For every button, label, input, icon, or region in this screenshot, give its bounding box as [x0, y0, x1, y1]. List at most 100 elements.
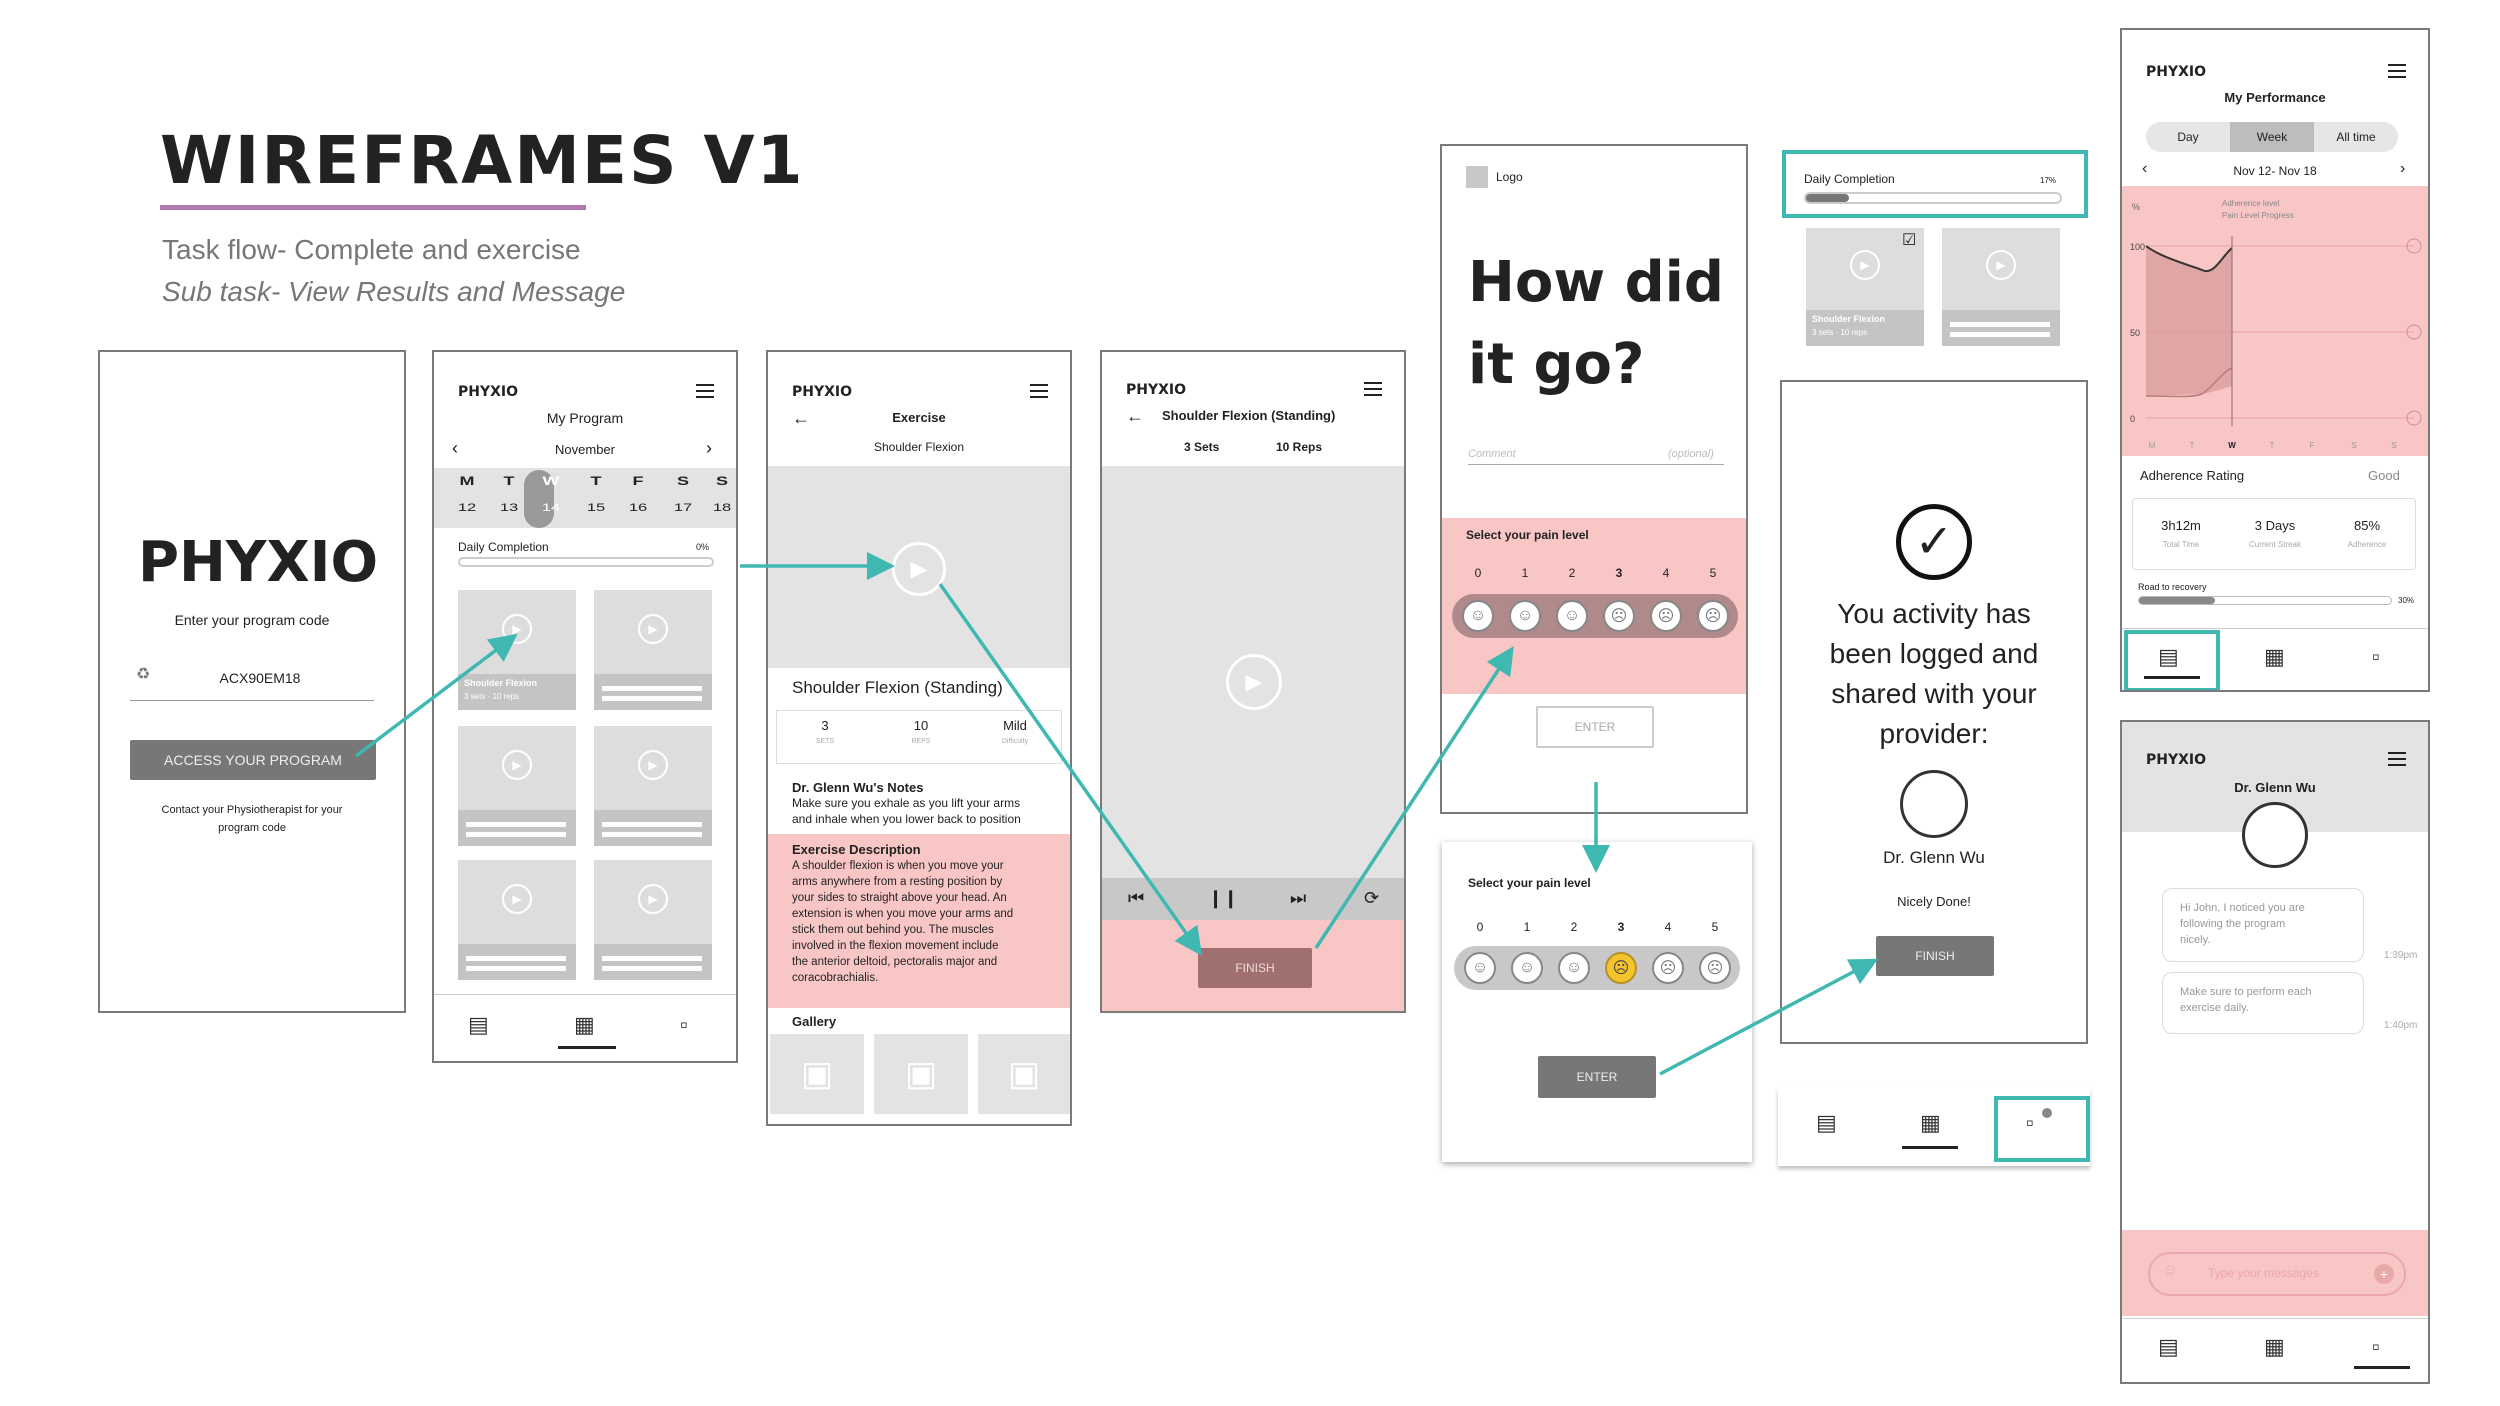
enter-button[interactable]: ENTER: [1536, 706, 1654, 748]
date-label[interactable]: 14: [541, 502, 561, 514]
comment-placeholder[interactable]: Comment: [1468, 448, 1516, 460]
date-label[interactable]: 13: [499, 502, 519, 514]
pain-scale-number: 5: [1709, 566, 1717, 580]
play-icon[interactable]: ▶: [1850, 250, 1880, 280]
pain-face-icon[interactable]: ☹: [1652, 952, 1684, 984]
date-label[interactable]: 18: [712, 502, 732, 514]
pain-scale-number: 4: [1662, 566, 1670, 580]
access-program-button[interactable]: ACCESS YOUR PROGRAM: [130, 740, 376, 780]
check-circle-icon: ✓: [1896, 504, 1972, 580]
pain-face-icon[interactable]: ☺: [1558, 952, 1590, 984]
pain-face-icon[interactable]: ☹: [1650, 600, 1682, 632]
x-tick-label: S: [2351, 441, 2356, 450]
exercise-tile[interactable]: ▶ Shoulder Flexion 3 sets · 10 reps: [458, 590, 576, 710]
message-line: exercise daily.: [2180, 1002, 2249, 1014]
play-icon[interactable]: ▶: [1226, 654, 1282, 710]
emoji-icon[interactable]: ☺: [2162, 1262, 2179, 1279]
pain-scale-number: 1: [1521, 566, 1529, 580]
chevron-right-icon[interactable]: ›: [706, 438, 712, 458]
next-icon[interactable]: ⏭: [1290, 888, 1307, 908]
exercise-tile[interactable]: ▶: [594, 590, 712, 710]
finish-button[interactable]: FINISH: [1198, 948, 1312, 988]
pain-slider-track[interactable]: [1452, 594, 1738, 638]
message-input[interactable]: [2148, 1252, 2406, 1296]
pause-icon[interactable]: ❙❙: [1208, 888, 1239, 908]
chevron-right-icon[interactable]: ›: [2400, 160, 2406, 177]
completion-track: [1804, 192, 2062, 204]
date-label[interactable]: 16: [628, 502, 648, 514]
program-code-input[interactable]: ACX90EM18: [219, 670, 301, 686]
repeat-icon[interactable]: ⟳: [1364, 888, 1380, 908]
play-icon[interactable]: ▶: [502, 750, 532, 780]
exercise-tile[interactable]: ▶: [458, 726, 576, 846]
back-arrow-icon[interactable]: ←: [792, 408, 810, 428]
chart-highlight-box: [2124, 630, 2220, 690]
pain-face-icon[interactable]: ☹: [1605, 952, 1637, 984]
menu-icon[interactable]: [2388, 752, 2406, 766]
chevron-left-icon[interactable]: ‹: [2142, 160, 2148, 177]
play-icon[interactable]: ▶: [638, 884, 668, 914]
gallery-image-icon[interactable]: ▣: [770, 1034, 864, 1114]
road-track: [2138, 596, 2392, 605]
calendar-nav-icon[interactable]: ▦: [2264, 644, 2285, 669]
feedback-heading-1: How did: [1468, 250, 1724, 315]
date-label[interactable]: 15: [586, 502, 606, 514]
pain-face-icon[interactable]: ☺: [1509, 600, 1541, 632]
chart-nav-icon[interactable]: ▤: [1816, 1110, 1837, 1135]
exercise-tile[interactable]: ▶: [1942, 228, 2060, 346]
chat-nav-icon[interactable]: ▫: [2372, 644, 2380, 669]
chat-nav-icon[interactable]: ▫: [2026, 1110, 2034, 1135]
period-tab[interactable]: Week: [2230, 122, 2314, 152]
message-line: nicely.: [2180, 934, 2211, 946]
menu-icon[interactable]: [696, 384, 714, 398]
chart-nav-icon[interactable]: ▤: [2158, 644, 2179, 669]
calendar-nav-icon[interactable]: ▦: [1920, 1110, 1941, 1135]
pain-face-icon[interactable]: ☹: [1697, 600, 1729, 632]
exercise-tile[interactable]: ▶: [594, 860, 712, 980]
gallery-image-icon[interactable]: ▣: [978, 1034, 1070, 1114]
brand: PHYXIO: [1126, 382, 1187, 398]
menu-icon[interactable]: [1030, 384, 1048, 398]
pain-face-icon[interactable]: ☺: [1464, 952, 1496, 984]
period-tab[interactable]: Day: [2146, 122, 2230, 152]
back-arrow-icon[interactable]: ←: [1126, 406, 1144, 426]
screen-title: My Program: [546, 410, 624, 426]
chart-nav-icon[interactable]: ▤: [468, 1012, 489, 1037]
play-icon[interactable]: ▶: [892, 542, 946, 596]
pain-face-icon[interactable]: ☹: [1699, 952, 1731, 984]
menu-icon[interactable]: [2388, 64, 2406, 78]
calendar-nav-icon[interactable]: ▦: [574, 1012, 595, 1037]
chart-nav-icon[interactable]: ▤: [2158, 1334, 2179, 1359]
finish-button[interactable]: FINISH: [1876, 936, 1994, 976]
chevron-left-icon[interactable]: ‹: [452, 438, 458, 458]
exercise-tile[interactable]: ▶: [458, 860, 576, 980]
exercise-tile[interactable]: ▶: [594, 726, 712, 846]
date-label[interactable]: 12: [457, 502, 477, 514]
selected-day-pill[interactable]: [524, 470, 554, 528]
period-tab[interactable]: All time: [2314, 122, 2398, 152]
login-prompt: Enter your program code: [174, 612, 330, 628]
play-icon[interactable]: ▶: [638, 750, 668, 780]
add-icon[interactable]: +: [2374, 1264, 2394, 1284]
calendar-nav-icon[interactable]: ▦: [2264, 1334, 2285, 1359]
pain-face-icon[interactable]: ☺: [1511, 952, 1543, 984]
menu-icon[interactable]: [1364, 382, 1382, 396]
pain-face-icon[interactable]: ☺: [1556, 600, 1588, 632]
chat-nav-icon[interactable]: ▫: [2372, 1334, 2380, 1359]
enter-button[interactable]: ENTER: [1538, 1056, 1656, 1098]
completed-exercise-tile[interactable]: ▶ ☑ Shoulder Flexion 3 sets · 10 reps: [1806, 228, 1924, 346]
pain-face-icon[interactable]: ☺: [1462, 600, 1494, 632]
pain-slider-track[interactable]: [1454, 946, 1740, 990]
gallery-image-icon[interactable]: ▣: [874, 1034, 968, 1114]
chat-nav-icon[interactable]: ▫: [680, 1012, 688, 1037]
date-label[interactable]: 17: [673, 502, 693, 514]
play-icon[interactable]: ▶: [638, 614, 668, 644]
pain-scale-number: 4: [1664, 920, 1672, 934]
play-icon[interactable]: ▶: [502, 884, 532, 914]
pain-face-icon[interactable]: ☹: [1603, 600, 1635, 632]
play-icon[interactable]: ▶: [502, 614, 532, 644]
code-underline: [130, 700, 374, 701]
previous-icon[interactable]: ⏮: [1128, 888, 1145, 908]
play-icon[interactable]: ▶: [1986, 250, 2016, 280]
